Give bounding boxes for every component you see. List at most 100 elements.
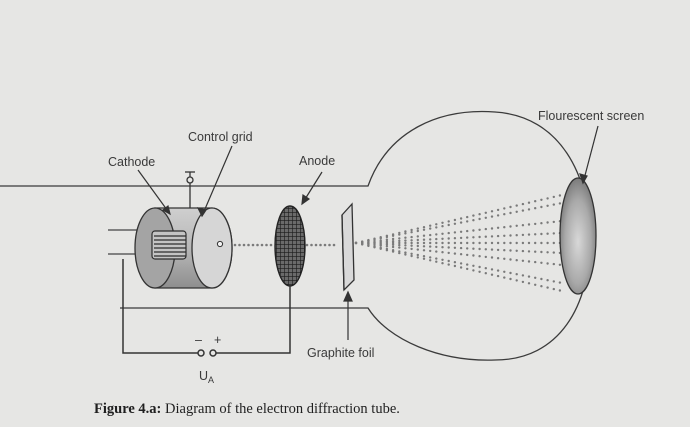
beam-dot <box>478 228 481 231</box>
anode-wiring <box>122 259 291 357</box>
beam-dot <box>410 252 413 255</box>
beam-dot <box>478 235 481 239</box>
plus-terminal-label: + <box>214 333 221 347</box>
beam-dot <box>534 241 537 245</box>
beam-dot <box>447 241 450 245</box>
beam-dot <box>521 274 525 277</box>
beam-dot <box>496 257 500 260</box>
beam-dot <box>496 234 500 238</box>
beam-dot <box>496 241 500 245</box>
beam-dot <box>269 243 273 247</box>
voltage-subscript: A <box>208 375 214 385</box>
caption-text: Diagram of the electron diffraction tube… <box>161 401 400 417</box>
beam-dot <box>546 232 549 235</box>
beam-dot <box>466 229 469 233</box>
beam-dot <box>391 250 395 253</box>
beam-dot <box>441 232 444 235</box>
beam-dot <box>410 239 413 242</box>
beam-dot <box>459 217 463 220</box>
beam-dot <box>466 220 469 223</box>
beam-dot <box>466 247 469 250</box>
graphite-foil-label: Graphite foil <box>307 346 374 360</box>
beam-dot <box>490 215 494 218</box>
beam-dot <box>416 256 419 259</box>
beam-dot <box>404 236 407 239</box>
beam-dot <box>546 221 549 224</box>
beam-dot <box>472 219 475 222</box>
beam-dot <box>540 232 543 236</box>
beam-dot <box>367 244 370 248</box>
beam-dot <box>503 241 506 245</box>
beam-dot <box>459 221 463 224</box>
beam-dot <box>472 247 475 250</box>
beam-dot <box>478 270 481 273</box>
beam-dot <box>385 249 389 252</box>
beam-dot <box>398 241 401 245</box>
beam-dot <box>391 243 395 246</box>
beam-dot <box>385 245 389 248</box>
beam-dot <box>503 207 506 210</box>
beam-dot <box>416 253 419 257</box>
beam-dot <box>435 223 438 226</box>
beam-dot <box>242 243 246 247</box>
beam-dot <box>429 249 432 253</box>
beam-dot <box>459 236 463 240</box>
beam-dot <box>527 260 531 263</box>
beam-dot <box>478 265 481 269</box>
beam-dot <box>472 264 475 267</box>
beam-dot <box>453 237 457 240</box>
cathode-label: Cathode <box>108 155 155 169</box>
beam-dot <box>546 286 549 289</box>
beam-dot <box>515 204 518 207</box>
beam-dot <box>251 243 255 247</box>
beam-dot <box>509 205 512 209</box>
beam-dot <box>472 236 475 239</box>
beam-dot <box>478 247 481 251</box>
fluorescent-screen <box>559 177 597 295</box>
beam-dot <box>459 246 463 250</box>
beam-dot <box>484 227 487 231</box>
beam-dot <box>540 261 543 264</box>
beam-dot <box>534 222 537 226</box>
beam-dot <box>310 243 313 247</box>
beam-dot <box>552 280 555 283</box>
beam-dot <box>503 213 506 216</box>
beam-dot <box>453 241 457 245</box>
beam-dot <box>398 250 401 253</box>
beam-dot <box>422 228 426 231</box>
beam-dot <box>422 226 426 229</box>
beam-dot <box>385 238 389 241</box>
beam-dot <box>354 241 358 245</box>
beam-dot <box>552 220 555 224</box>
beam-dot <box>441 221 444 224</box>
voltage-symbol: U <box>199 369 208 383</box>
beam-dot <box>558 194 562 197</box>
beam-dot <box>459 262 463 265</box>
beam-dot <box>552 241 555 245</box>
beam-dot <box>410 228 413 232</box>
beam-dot <box>546 251 549 254</box>
screen-label: Flourescent screen <box>538 109 644 123</box>
electron-beam <box>224 194 562 292</box>
beam-dot <box>416 229 419 233</box>
beam-dot <box>503 226 506 229</box>
beam-dot <box>546 279 549 282</box>
beam-dot <box>527 282 531 285</box>
beam-dot <box>404 251 407 254</box>
beam-dot <box>490 241 494 245</box>
beam-dot <box>527 233 531 236</box>
beam-dot <box>441 241 444 245</box>
beam-dot <box>521 224 525 227</box>
beam-dot <box>558 289 562 292</box>
beam-dot <box>534 283 537 286</box>
beam-dot <box>398 251 401 255</box>
beam-dot <box>515 279 518 282</box>
beam-dot <box>429 245 432 248</box>
beam-dot <box>416 235 419 238</box>
beam-dot <box>416 241 419 245</box>
beam-dot <box>305 243 309 247</box>
beam-dot <box>527 241 531 245</box>
beam-dot <box>422 249 426 252</box>
beam-dot <box>552 287 555 291</box>
